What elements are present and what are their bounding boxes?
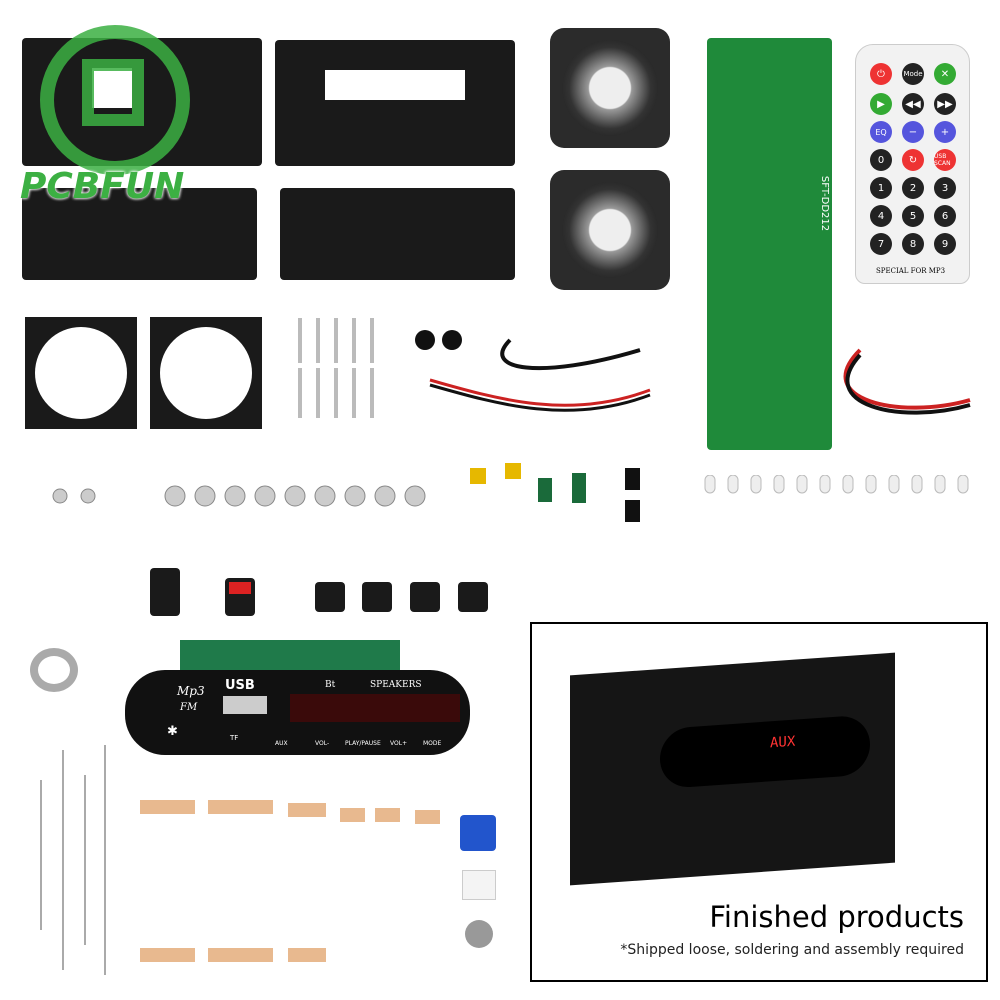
dc-jack xyxy=(150,568,180,616)
amplifier-pcb: SFT-DD212 xyxy=(707,38,832,450)
play-pause-button: PLAY/PAUSE xyxy=(345,740,381,747)
mode-button: MODE xyxy=(423,740,442,747)
remote-button: EQ xyxy=(870,121,892,143)
remote-button: 8 xyxy=(902,233,924,255)
cables xyxy=(429,338,971,415)
potentiometer xyxy=(460,815,496,851)
speaker-frame xyxy=(150,317,262,429)
acrylic-panel-side xyxy=(22,188,257,280)
pcb-label: SFT-DD212 xyxy=(819,175,831,232)
module-brand: Mp3 xyxy=(177,684,205,698)
ic-socket xyxy=(458,582,488,612)
resistor-tape xyxy=(208,800,273,814)
finished-product-box: AUX Finished products *Shipped loose, so… xyxy=(530,622,988,982)
display-readout: AUX xyxy=(770,733,796,752)
remote-button: 1 xyxy=(870,177,892,199)
hex-nut xyxy=(30,648,78,692)
ic-socket xyxy=(315,582,345,612)
bluetooth-icon: ✱ xyxy=(167,724,178,739)
resistor-tape xyxy=(208,948,273,962)
resistor xyxy=(62,750,64,970)
speaker xyxy=(550,28,670,148)
tf-label: TF xyxy=(230,734,239,742)
mp3-module: Mp3 FM USB ✱ TF AUX Bt SPEAKERS VOL- PLA… xyxy=(125,670,470,755)
aux-label: AUX xyxy=(275,740,288,747)
finished-note: *Shipped loose, soldering and assembly r… xyxy=(620,942,964,958)
assembled-speaker: AUX xyxy=(570,652,895,886)
led-row xyxy=(704,475,969,494)
remote-button: Mode xyxy=(902,63,924,85)
remote-button: 4 xyxy=(870,205,892,227)
acrylic-panel-front xyxy=(275,40,515,166)
plus-icon: + xyxy=(934,121,956,143)
play-icon: ▶ xyxy=(870,93,892,115)
ic-socket xyxy=(362,582,392,612)
acrylic-panel-top xyxy=(280,188,515,280)
remote-button: 9 xyxy=(934,233,956,255)
resistor xyxy=(40,780,42,930)
resistor-tape xyxy=(140,948,195,962)
speaker xyxy=(550,170,670,290)
power-button-icon: ⏻ xyxy=(870,63,892,85)
vol-down-button: VOL- xyxy=(315,740,330,747)
mute-icon: ✕ xyxy=(934,63,956,85)
led-display xyxy=(290,694,460,722)
hardware-parts xyxy=(52,318,640,522)
connector xyxy=(462,870,496,900)
remote-button: 3 xyxy=(934,177,956,199)
remote-button: 6 xyxy=(934,205,956,227)
resistor-tape xyxy=(288,803,326,817)
resistor-tape xyxy=(288,948,326,962)
resistor-tape xyxy=(375,808,400,822)
assembled-module: AUX xyxy=(660,714,870,790)
remote-button: 2 xyxy=(902,177,924,199)
module-title-bt: Bt xyxy=(325,680,336,690)
resistor xyxy=(104,745,106,975)
resistor xyxy=(84,775,86,945)
prev-icon: ◀◀ xyxy=(902,93,924,115)
resistor-tape xyxy=(340,808,365,822)
remote-label: SPECIAL FOR MP3 xyxy=(876,267,946,275)
pcbfun-logo: PCBFUN xyxy=(20,166,185,207)
resistor-tape xyxy=(415,810,440,824)
vol-up-button: VOL+ xyxy=(390,740,408,747)
remote-control: ⏻ Mode ✕ ▶ ◀◀ ▶▶ EQ − + 0 ↻ USB SCAN 1 2… xyxy=(855,44,970,284)
rocker-switch xyxy=(225,578,255,616)
resistor-tape xyxy=(140,800,195,814)
module-title: SPEAKERS xyxy=(370,680,422,690)
remote-button: USB SCAN xyxy=(934,149,956,171)
next-icon: ▶▶ xyxy=(934,93,956,115)
pcbfun-logo-mark xyxy=(40,25,190,175)
usb-label: USB xyxy=(225,678,255,693)
module-fm: FM xyxy=(180,702,198,713)
finished-title: Finished products xyxy=(709,900,964,934)
speaker-frame xyxy=(25,317,137,429)
repeat-icon: ↻ xyxy=(902,149,924,171)
remote-button: 5 xyxy=(902,205,924,227)
ic-socket xyxy=(410,582,440,612)
remote-button: 7 xyxy=(870,233,892,255)
microphone xyxy=(465,920,493,948)
remote-button: 0 xyxy=(870,149,892,171)
usb-port xyxy=(223,696,267,714)
minus-icon: − xyxy=(902,121,924,143)
